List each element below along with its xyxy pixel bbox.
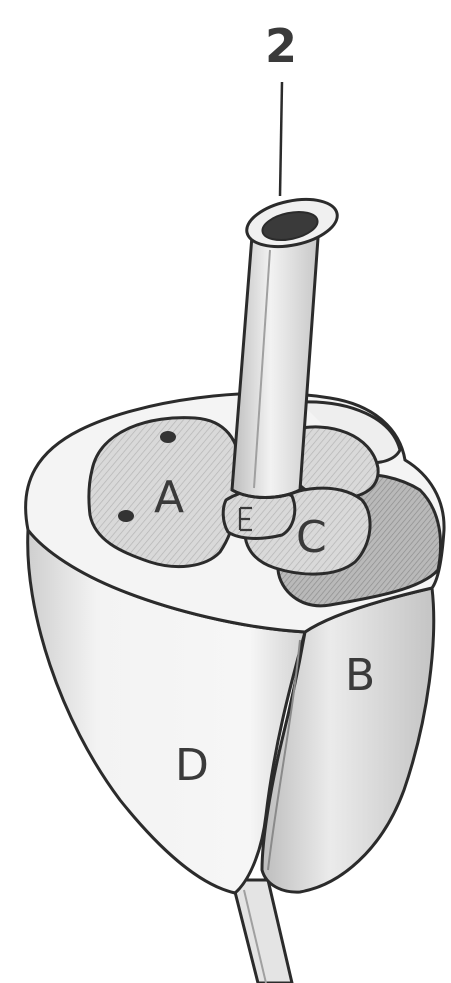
label-a: A [154,472,184,523]
base-tube [232,880,292,983]
pointer-label: 2 [265,19,297,73]
pointer-line [280,82,282,196]
dot-lower [118,510,134,522]
label-d: D [175,740,209,791]
label-b: B [345,650,375,701]
label-c: C [296,512,327,563]
dot-upper [160,431,176,443]
